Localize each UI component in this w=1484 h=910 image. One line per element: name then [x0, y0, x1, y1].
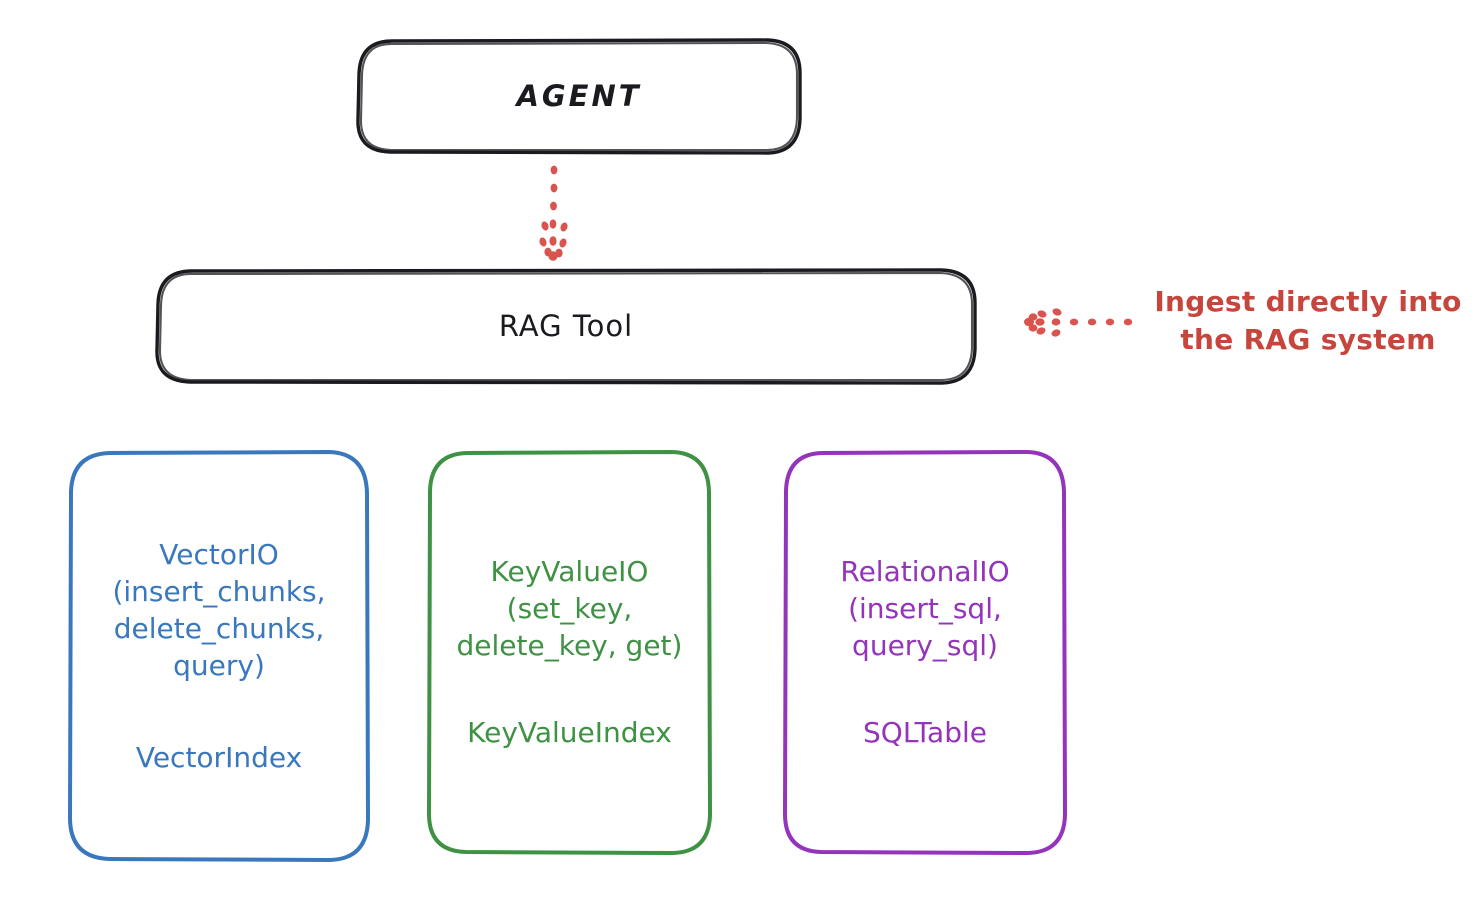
rag-tool-label: RAG Tool: [498, 308, 634, 343]
agent-node[interactable]: AGENT: [358, 40, 800, 153]
rag-tool-node[interactable]: RAG Tool: [157, 270, 975, 383]
key-value-store-index-label: KeyValueIndex: [467, 716, 672, 749]
vector-store-content: VectorIO (insert_chunks, delete_chunks, …: [70, 536, 368, 776]
vector-store-node[interactable]: VectorIO (insert_chunks, delete_chunks, …: [70, 452, 368, 860]
key-value-store-box-outline: [427, 450, 712, 855]
ingest-annotation-label: Ingest directly into the RAG system: [1154, 285, 1462, 356]
key-value-store-content: KeyValueIO (set_key, delete_key, get) Ke…: [429, 553, 710, 751]
agent-to-rag-tool-arrow: [539, 165, 568, 261]
relational-store-box-outline: [783, 450, 1067, 855]
relational-store-node[interactable]: RelationalIO (insert_sql, query_sql) SQL…: [785, 452, 1065, 852]
ingest-to-rag-tool-arrow: [1024, 308, 1133, 337]
relational-store-index-label: SQLTable: [863, 716, 987, 749]
agent-label: AGENT: [516, 78, 642, 113]
key-value-store-api-label: KeyValueIO (set_key, delete_key, get): [456, 555, 683, 662]
relational-store-api-label: RelationalIO (insert_sql, query_sql): [840, 555, 1010, 662]
agent-box-outline: [356, 38, 802, 155]
vector-store-api-label: VectorIO (insert_chunks, delete_chunks, …: [112, 538, 326, 682]
rag-tool-box-outline: [155, 268, 977, 385]
relational-store-content: RelationalIO (insert_sql, query_sql) SQL…: [785, 553, 1065, 751]
vector-store-box-outline: [68, 450, 370, 862]
key-value-store-node[interactable]: KeyValueIO (set_key, delete_key, get) Ke…: [429, 452, 710, 852]
vector-store-index-label: VectorIndex: [135, 741, 303, 774]
